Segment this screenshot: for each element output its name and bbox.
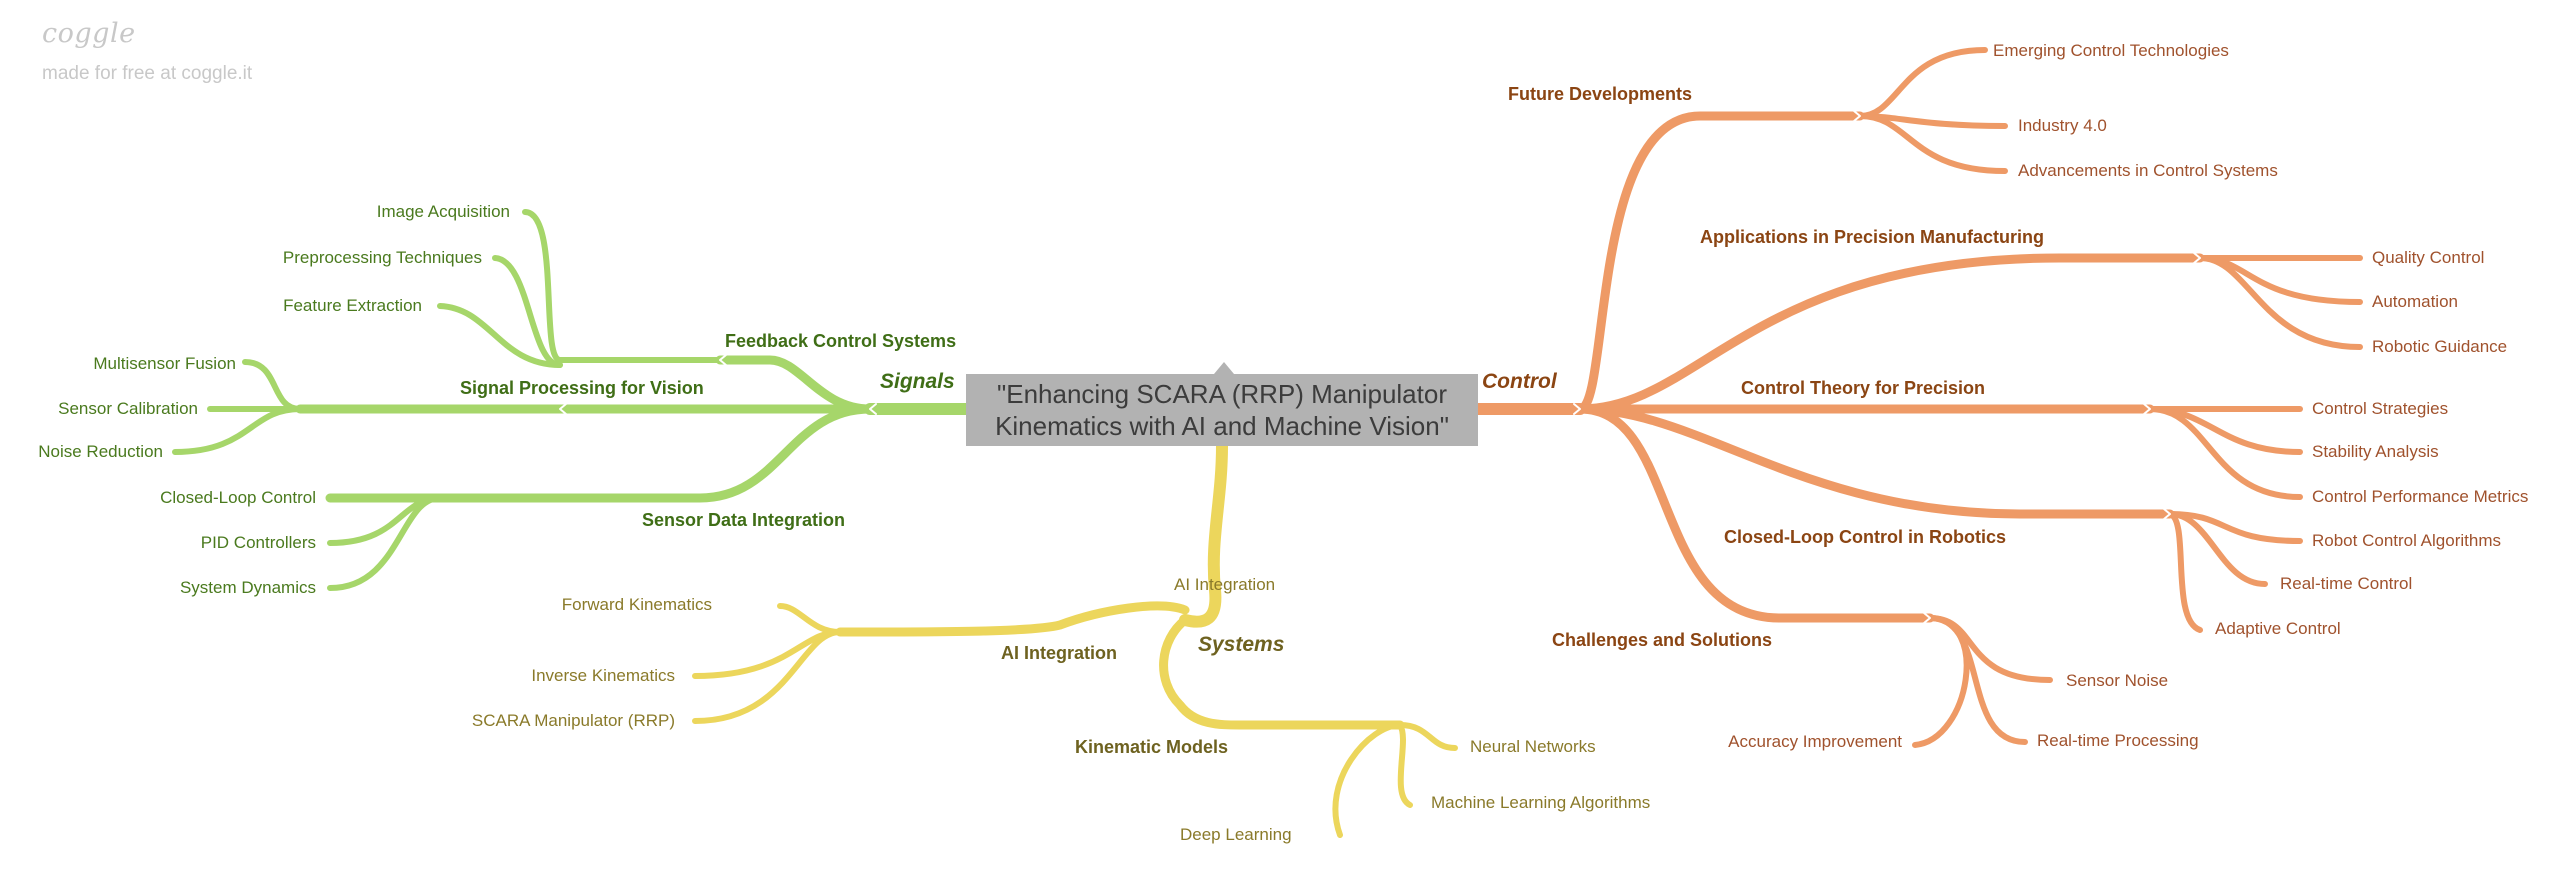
leaf-real-time-processing[interactable]: Real-time Processing [2037,731,2199,750]
leaf-image-acquisition[interactable]: Image Acquisition [376,202,510,221]
edge-systems-trunk [1179,440,1228,628]
leaf-closed-loop-control[interactable]: Closed-Loop Control [160,488,316,507]
leaf-neural-networks[interactable]: Neural Networks [1470,737,1596,756]
node-ai-integration-1[interactable]: AI Integration [1174,575,1276,594]
leaf-accuracy-improvement[interactable]: Accuracy Improvement [1728,732,1902,751]
branch-signals-label[interactable]: Signals [880,370,955,393]
node-challenges-and-solutions[interactable]: Challenges and Solutions [1552,630,1773,650]
edge-future-developments [1575,111,1865,414]
leaf-control-strategies[interactable]: Control Strategies [2312,399,2449,418]
leaf-industry-4[interactable]: Industry 4.0 [2018,116,2107,135]
node-ai-integration-2[interactable]: AI Integration [1001,643,1117,663]
leaf-scara-manipulator[interactable]: SCARA Manipulator (RRP) [471,711,675,730]
leaf-quality-control[interactable]: Quality Control [2372,248,2485,267]
leaf-preprocessing-techniques[interactable]: Preprocessing Techniques [282,248,482,267]
node-signal-processing-for-vision[interactable]: Signal Processing for Vision [460,378,704,398]
leaf-stability-analysis[interactable]: Stability Analysis [2312,442,2439,461]
leaf-control-performance-metrics[interactable]: Control Performance Metrics [2312,487,2529,506]
edge-applications [1575,253,2205,414]
leaf-feature-extraction[interactable]: Feature Extraction [283,296,422,315]
control-branch-lines [1472,47,2363,748]
leaf-inverse-kinematics[interactable]: Inverse Kinematics [531,666,675,685]
node-sensor-data-integration[interactable]: Sensor Data Integration [642,510,846,530]
leaf-emerging-control-technologies[interactable]: Emerging Control Technologies [1993,41,2229,60]
leaf-pid-controllers[interactable]: PID Controllers [200,533,316,552]
node-control-theory-for-precision[interactable]: Control Theory for Precision [1741,378,1986,398]
leaf-forward-kinematics[interactable]: Forward Kinematics [561,595,712,614]
leaf-machine-learning-algorithms[interactable]: Machine Learning Algorithms [1431,793,1651,812]
node-future-developments[interactable]: Future Developments [1508,84,1693,104]
leaf-robot-control-algorithms[interactable]: Robot Control Algorithms [2312,531,2501,550]
edge-challenges [1575,404,1935,623]
leaf-real-time-control[interactable]: Real-time Control [2280,574,2413,593]
node-feedback-control-systems[interactable]: Feedback Control Systems [725,331,957,351]
leaf-advancements-in-control-systems[interactable]: Advancements in Control Systems [2018,161,2278,180]
root-node-text: "Enhancing SCARA (RRP) Manipulator Kinem… [995,379,1449,441]
leaf-sensor-calibration[interactable]: Sensor Calibration [58,399,198,418]
edge-sensor-data [325,404,875,503]
coggle-logo: coggle [42,18,136,49]
branch-systems-label[interactable]: Systems [1198,633,1285,656]
signals-branch-lines [172,209,972,591]
leaf-multisensor-fusion[interactable]: Multisensor Fusion [93,354,236,373]
leaf-robotic-guidance[interactable]: Robotic Guidance [2372,337,2508,356]
branch-control-label[interactable]: Control [1482,370,1557,393]
edge-closed-loop [1575,404,2175,519]
node-kinematic-models[interactable]: Kinematic Models [1075,737,1229,757]
node-applications-in-precision-manufacturing[interactable]: Applications in Precision Manufacturing [1700,227,2045,247]
edge-feedback-control [715,355,875,414]
root-node[interactable]: "Enhancing SCARA (RRP) Manipulator Kinem… [966,374,1478,446]
leaf-adaptive-control[interactable]: Adaptive Control [2215,619,2341,638]
leaf-deep-learning[interactable]: Deep Learning [1180,825,1292,844]
junction-markers [559,110,2201,624]
systems-branch-lines [692,440,1458,838]
edge-ai-integration-2 [835,601,1190,637]
edge-kinematic-models [1159,615,1405,730]
leaf-automation[interactable]: Automation [2372,292,2458,311]
leaf-system-dynamics[interactable]: System Dynamics [179,578,316,597]
root-node-arrow [1214,362,1234,374]
coggle-tagline: made for free at coggle.it [42,63,253,84]
node-closed-loop-control-in-robotics[interactable]: Closed-Loop Control in Robotics [1724,527,2006,547]
leaf-noise-reduction[interactable]: Noise Reduction [38,442,163,461]
leaf-sensor-noise[interactable]: Sensor Noise [2066,671,2169,690]
